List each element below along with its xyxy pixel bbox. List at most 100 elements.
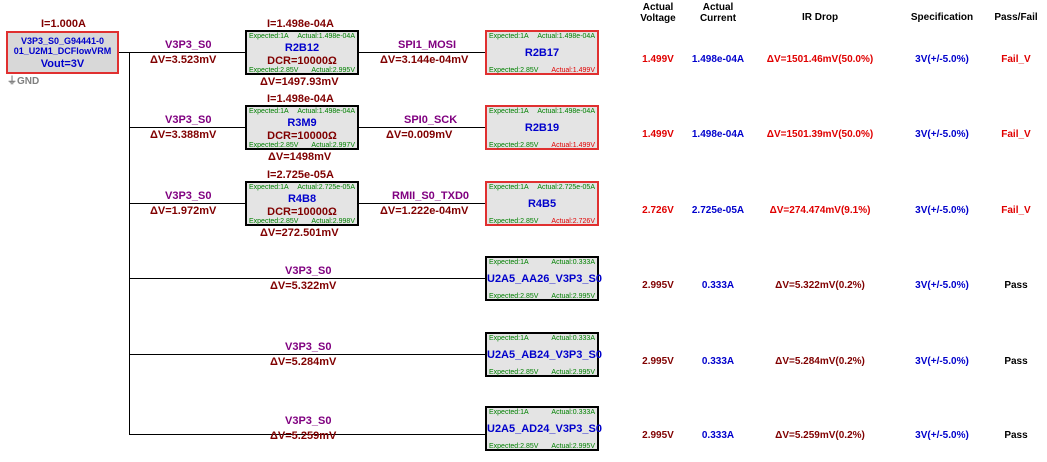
ir-drop: ΔV=1501.46mV(50.0%) (766, 54, 874, 65)
load-expected-v: Expected:2.85V (489, 218, 539, 225)
resistor-actual-v: Actual:2.997V (311, 142, 355, 149)
pass-fail: Fail_V (1001, 129, 1031, 140)
resistor-actual-v: Actual:2.998V (311, 218, 355, 225)
header-pass-fail: Pass/Fail (994, 12, 1038, 23)
pass-fail: Pass (1004, 356, 1028, 367)
header-ir-drop: IR Drop (801, 12, 839, 23)
specification: 3V(+/-5.0%) (915, 356, 969, 367)
resistor-block[interactable]: Expected:1A Actual:1.498e-04A R2B12 DCR=… (245, 30, 359, 75)
resistor-name: R4B8 (287, 193, 317, 205)
load-actual-v: Actual:2.995V (551, 293, 595, 300)
resistor-dcr: DCR=10000Ω (267, 206, 337, 218)
actual-voltage: 1.499V (642, 54, 674, 65)
load-actual-v: Actual:2.726V (551, 218, 595, 225)
load-block[interactable]: Expected:1A Actual:1.498e-04A R2B19 Expe… (485, 105, 599, 150)
branch-wire-out (359, 127, 485, 128)
load-actual: Actual:0.333A (551, 335, 595, 342)
source-vout: Vout=3V (40, 58, 85, 70)
resistor-name: R2B12 (284, 42, 320, 54)
resistor-delta-v: ΔV=272.501mV (260, 227, 339, 239)
out-net-label: SPI1_MOSI (398, 39, 457, 51)
load-actual-v: Actual:1.499V (551, 142, 595, 149)
actual-voltage: 2.726V (642, 205, 674, 216)
pass-fail: Pass (1004, 280, 1028, 291)
load-actual-v: Actual:2.995V (551, 369, 595, 376)
pass-fail: Fail_V (1001, 205, 1031, 216)
net-label: V3P3_S0 (285, 415, 332, 427)
source-current: I=1.000A (41, 18, 86, 30)
ir-drop: ΔV=274.474mV(9.1%) (769, 205, 871, 216)
resistor-dcr: DCR=10000Ω (267, 55, 337, 67)
specification: 3V(+/-5.0%) (915, 280, 969, 291)
net-delta-v: ΔV=5.322mV (270, 280, 337, 292)
specification: 3V(+/-5.0%) (915, 430, 969, 441)
branch-wire-in (129, 203, 245, 204)
specification: 3V(+/-5.0%) (915, 205, 969, 216)
resistor-expected-v: Expected:2.85V (249, 142, 299, 149)
load-expected-v: Expected:2.85V (489, 293, 539, 300)
actual-current: 2.725e-05A (691, 205, 745, 216)
load-actual: Actual:0.333A (551, 259, 595, 266)
net-delta-v: ΔV=3.523mV (150, 54, 217, 66)
gnd-icon: ⏚ (7, 76, 17, 87)
resistor-name: R3M9 (287, 117, 317, 129)
resistor-current: I=2.725e-05A (267, 169, 334, 181)
net-delta-v: ΔV=5.284mV (270, 356, 337, 368)
load-name: R2B19 (524, 122, 560, 134)
load-block[interactable]: Expected:1A Actual:0.333A U2A5_AA26_V3P3… (485, 256, 602, 301)
ir-drop: ΔV=5.284mV(0.2%) (775, 356, 865, 367)
resistor-expected: Expected:1A (249, 108, 289, 115)
actual-current: 0.333A (701, 430, 735, 441)
load-expected-v: Expected:2.85V (489, 443, 539, 450)
resistor-dcr: DCR=10000Ω (267, 130, 337, 142)
branch-wire-out (359, 203, 485, 204)
net-label: V3P3_S0 (165, 39, 212, 51)
net-label: V3P3_S0 (285, 265, 332, 277)
resistor-block[interactable]: Expected:1A Actual:2.725e-05A R4B8 DCR=1… (245, 181, 359, 226)
trunk-vertical-wire (129, 52, 130, 435)
pass-fail: Pass (1004, 430, 1028, 441)
load-block[interactable]: Expected:1A Actual:0.333A U2A5_AB24_V3P3… (485, 332, 602, 377)
out-net-label: RMII_S0_TXD0 (392, 190, 470, 202)
direct-wire (129, 278, 485, 279)
ir-drop: ΔV=5.322mV(0.2%) (775, 280, 865, 291)
actual-current: 0.333A (701, 280, 735, 291)
actual-current: 1.498e-04A (691, 54, 745, 65)
load-block[interactable]: Expected:1A Actual:1.498e-04A R2B17 Expe… (485, 30, 599, 75)
ir-drop: ΔV=5.259mV(0.2%) (775, 430, 865, 441)
load-actual-v: Actual:2.995V (551, 443, 595, 450)
specification: 3V(+/-5.0%) (915, 129, 969, 140)
load-expected-v: Expected:2.85V (489, 369, 539, 376)
source-vrm-block[interactable]: V3P3_S0_G94441-0 01_U2M1_DCFlowVRM Vout=… (6, 31, 119, 74)
net-label: V3P3_S0 (285, 341, 332, 353)
load-block[interactable]: Expected:1A Actual:2.725e-05A R4B5 Expec… (485, 181, 599, 226)
net-label: V3P3_S0 (165, 190, 212, 202)
net-label: V3P3_S0 (165, 114, 212, 126)
load-actual: Actual:1.498e-04A (537, 33, 595, 40)
load-expected: Expected:1A (489, 108, 529, 115)
load-actual-v: Actual:1.499V (551, 67, 595, 74)
gnd-text: GND (17, 76, 40, 87)
load-name: U2A5_AD24_V3P3_S0 (487, 423, 602, 435)
ir-drop: ΔV=1501.39mV(50.0%) (766, 129, 874, 140)
actual-current: 1.498e-04A (691, 129, 745, 140)
actual-voltage: 2.995V (642, 280, 674, 291)
source-name-line1: V3P3_S0_G94441-0 (20, 36, 105, 46)
source-name-line2: 01_U2M1_DCFlowVRM (13, 46, 112, 56)
resistor-delta-v: ΔV=1498mV (268, 151, 332, 163)
header-actual-current: Actual Current (699, 2, 737, 24)
header-specification: Specification (910, 12, 974, 23)
load-block[interactable]: Expected:1A Actual:0.333A U2A5_AD24_V3P3… (485, 406, 602, 451)
load-name: R4B5 (527, 198, 557, 210)
load-name: U2A5_AA26_V3P3_S0 (487, 273, 602, 285)
resistor-delta-v: ΔV=1497.93mV (260, 76, 339, 88)
direct-wire (129, 434, 485, 435)
load-expected-v: Expected:2.85V (489, 142, 539, 149)
resistor-block[interactable]: Expected:1A Actual:1.498e-04A R3M9 DCR=1… (245, 105, 359, 150)
resistor-actual: Actual:1.498e-04A (297, 33, 355, 40)
branch-wire-in (129, 127, 245, 128)
source-output-wire (119, 52, 130, 53)
load-expected: Expected:1A (489, 33, 529, 40)
load-expected: Expected:1A (489, 409, 529, 416)
resistor-expected: Expected:1A (249, 184, 289, 191)
